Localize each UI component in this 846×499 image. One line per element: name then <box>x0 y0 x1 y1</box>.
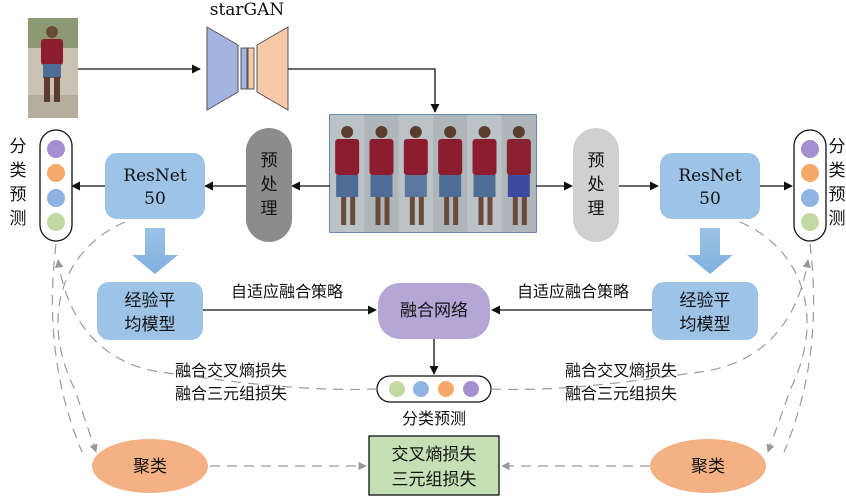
left-mean-teacher-line1: 经验平 <box>125 291 176 311</box>
person-shirt <box>403 139 428 175</box>
left-clustering-block: 聚类 <box>92 439 208 493</box>
person-leg <box>521 197 527 225</box>
right-classification-vertical-label: 分 类 预 测 <box>829 137 846 229</box>
right-resnet-block: ResNet 50 <box>660 153 760 219</box>
person-pants <box>473 175 496 197</box>
left-fused-triplet-loss-label: 融合三元组损失 <box>175 384 287 403</box>
dashed-left-classifier-to-cluster <box>51 243 83 453</box>
right-ema-update-arrow <box>687 228 733 274</box>
left-mean-teacher-line2: 均模型 <box>125 315 176 335</box>
right-fused-triplet-loss-label: 融合三元组损失 <box>565 384 677 403</box>
left-clustering-label: 聚类 <box>133 457 167 477</box>
generator-icon <box>206 26 289 111</box>
left-fused-ce-loss-label: 融合交叉熵损失 <box>175 361 287 380</box>
triplet-loss-label: 三元组损失 <box>392 470 477 490</box>
person-pants <box>507 175 530 197</box>
left-preprocess-char-1: 预 <box>261 151 278 171</box>
left-classification-output <box>39 129 73 242</box>
person-leg <box>350 197 356 225</box>
generator-label: starGAN <box>210 0 285 20</box>
right-resnet-label-line2: 50 <box>699 189 721 209</box>
person-leg <box>375 197 381 225</box>
fusion-classification-output <box>376 375 492 403</box>
person-pants <box>370 175 393 197</box>
svg-text:测: 测 <box>10 209 27 229</box>
dashed-left-fused-loss <box>54 259 378 391</box>
person-shirt <box>472 139 497 175</box>
svg-text:预: 预 <box>829 185 846 205</box>
right-classification-output <box>793 129 827 242</box>
person-leg <box>453 197 459 225</box>
person-leg <box>487 197 493 225</box>
dashed-right-classifier-to-cluster <box>783 243 815 453</box>
right-clustering-label: 聚类 <box>691 457 725 477</box>
arrow-generator-to-images <box>288 68 440 113</box>
right-preprocess-block: 预 处 理 <box>573 128 619 242</box>
right-clustering-block: 聚类 <box>650 439 766 493</box>
person-leg <box>409 197 415 225</box>
loss-box: 交叉熵损失 三元组损失 <box>368 435 500 496</box>
left-adaptive-fusion-label: 自适应融合策略 <box>231 282 343 301</box>
left-mean-teacher-block: 经验平 均模型 <box>97 282 203 340</box>
person-leg <box>418 197 424 225</box>
person-pants <box>404 175 427 197</box>
dashed-right-resnet-to-cluster <box>739 221 808 453</box>
left-preprocess-block: 预 处 理 <box>246 128 292 242</box>
right-mean-teacher-line2: 均模型 <box>680 315 731 335</box>
right-preprocess-char-3: 理 <box>588 199 605 219</box>
person-head <box>444 126 457 138</box>
person-shirt <box>335 139 360 175</box>
fusion-network-label: 融合网络 <box>400 301 468 321</box>
left-resnet-label-line1: ResNet <box>123 166 187 186</box>
left-resnet-label-line2: 50 <box>144 189 166 209</box>
person-leg <box>341 197 347 225</box>
right-mean-teacher-block: 经验平 均模型 <box>652 282 758 340</box>
left-preprocess-char-3: 理 <box>261 199 278 219</box>
right-fused-ce-loss-label: 融合交叉熵损失 <box>565 361 677 380</box>
fusion-network-block: 融合网络 <box>378 283 490 339</box>
left-ema-update-arrow <box>132 228 178 274</box>
person-shirt <box>369 139 394 175</box>
right-mean-teacher-line1: 经验平 <box>680 291 731 311</box>
person-pants <box>439 175 462 197</box>
person-head <box>409 126 422 138</box>
dashed-right-fused-loss <box>490 259 811 391</box>
person-head <box>512 126 525 138</box>
svg-text:分: 分 <box>10 137 27 157</box>
left-preprocess-char-2: 处 <box>261 175 278 195</box>
dashed-left-resnet-to-cluster <box>57 221 126 453</box>
right-resnet-label-line1: ResNet <box>678 166 742 186</box>
svg-text:类: 类 <box>10 161 27 181</box>
person-shirt <box>506 139 531 175</box>
person-head <box>478 126 491 138</box>
ce-loss-label: 交叉熵损失 <box>392 445 477 465</box>
fusion-classification-label: 分类预测 <box>402 409 466 428</box>
svg-text:预: 预 <box>10 185 27 205</box>
left-resnet-block: ResNet 50 <box>105 153 205 219</box>
svg-text:分: 分 <box>829 137 846 157</box>
person-leg <box>384 197 390 225</box>
person-shirt <box>438 139 463 175</box>
left-classification-vertical-label: 分 类 预 测 <box>10 137 27 229</box>
person-leg <box>512 197 518 225</box>
person-leg <box>444 197 450 225</box>
svg-text:测: 测 <box>829 209 846 229</box>
right-preprocess-char-2: 处 <box>588 175 605 195</box>
input-person-image <box>28 18 78 118</box>
person-head <box>341 126 354 138</box>
person-head <box>375 126 388 138</box>
right-adaptive-fusion-label: 自适应融合策略 <box>517 282 629 301</box>
person-pants <box>336 175 359 197</box>
person-leg <box>478 197 484 225</box>
right-preprocess-char-1: 预 <box>588 151 605 171</box>
svg-text:类: 类 <box>829 161 846 181</box>
generated-images-strip <box>329 114 537 233</box>
